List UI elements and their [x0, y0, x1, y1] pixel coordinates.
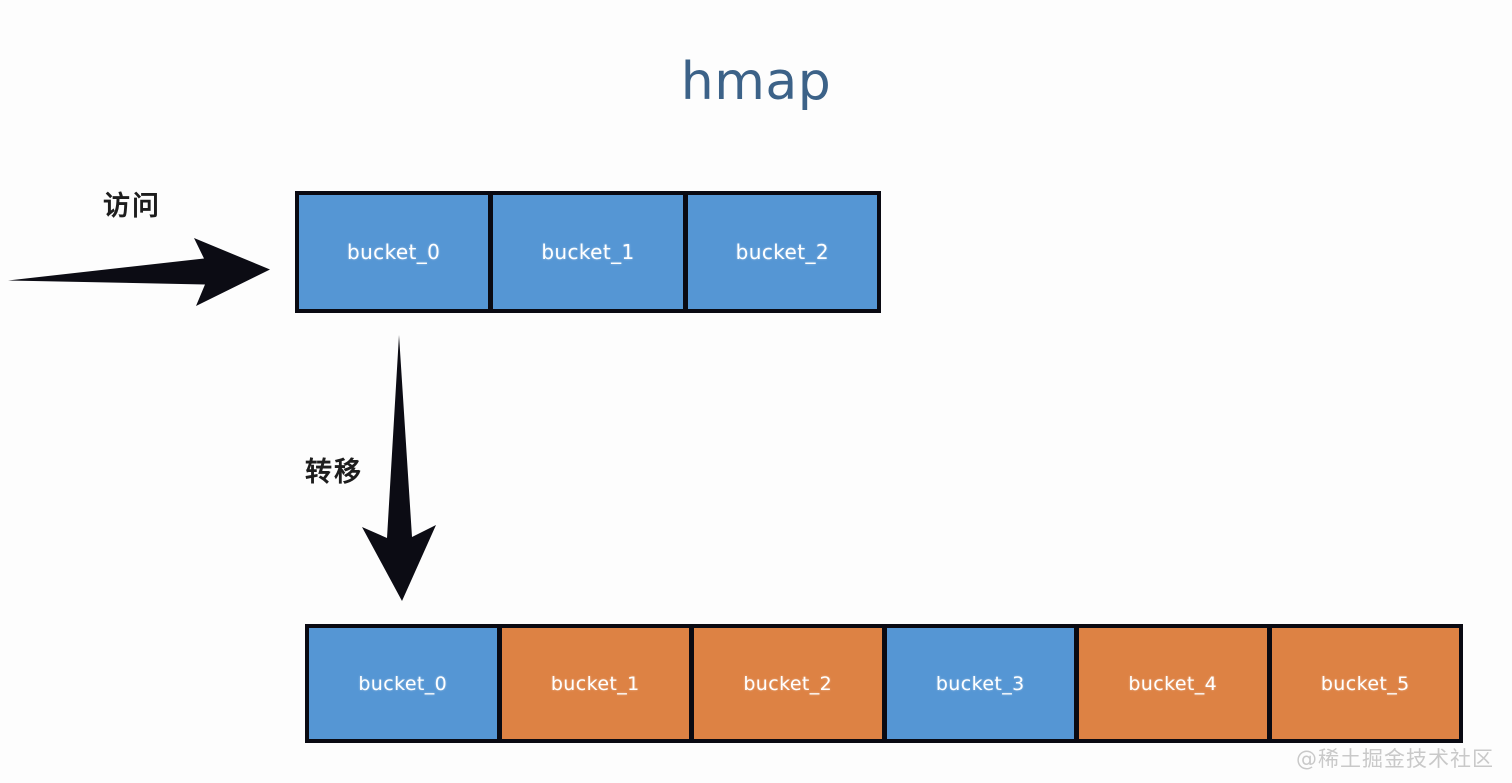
bucket-cell[interactable]: bucket_1: [493, 195, 688, 309]
bucket-label: bucket_1: [550, 672, 640, 695]
page-title: hmap: [680, 52, 832, 112]
bucket-label: bucket_1: [541, 240, 635, 264]
bucket-cell[interactable]: bucket_2: [694, 628, 887, 739]
transfer-arrow-icon: [362, 335, 436, 601]
watermark: @稀土掘金技术社区: [1296, 747, 1494, 771]
bucket-cell[interactable]: bucket_5: [1271, 628, 1459, 739]
bucket-label: bucket_5: [1320, 672, 1410, 695]
bucket-label: bucket_4: [1128, 672, 1218, 695]
bucket-cell[interactable]: bucket_0: [309, 628, 502, 739]
bucket-label: bucket_0: [347, 240, 441, 264]
bucket-cell[interactable]: bucket_1: [501, 628, 694, 739]
bucket-cell[interactable]: bucket_4: [1079, 628, 1272, 739]
hmap-new-buckets-row: bucket_0 bucket_1 bucket_2 bucket_3 buck…: [305, 624, 1463, 743]
bucket-label: bucket_3: [935, 672, 1025, 695]
bucket-cell[interactable]: bucket_0: [299, 195, 494, 309]
bucket-cell[interactable]: bucket_3: [886, 628, 1079, 739]
transfer-label: 转移: [305, 457, 363, 488]
bucket-label: bucket_2: [735, 240, 829, 264]
bucket-cell[interactable]: bucket_2: [687, 195, 877, 309]
hmap-old-buckets-row: bucket_0 bucket_1 bucket_2: [295, 191, 881, 313]
access-arrow-icon: [8, 238, 270, 306]
bucket-label: bucket_2: [743, 672, 833, 695]
access-label: 访问: [103, 191, 161, 222]
bucket-label: bucket_0: [358, 672, 448, 695]
